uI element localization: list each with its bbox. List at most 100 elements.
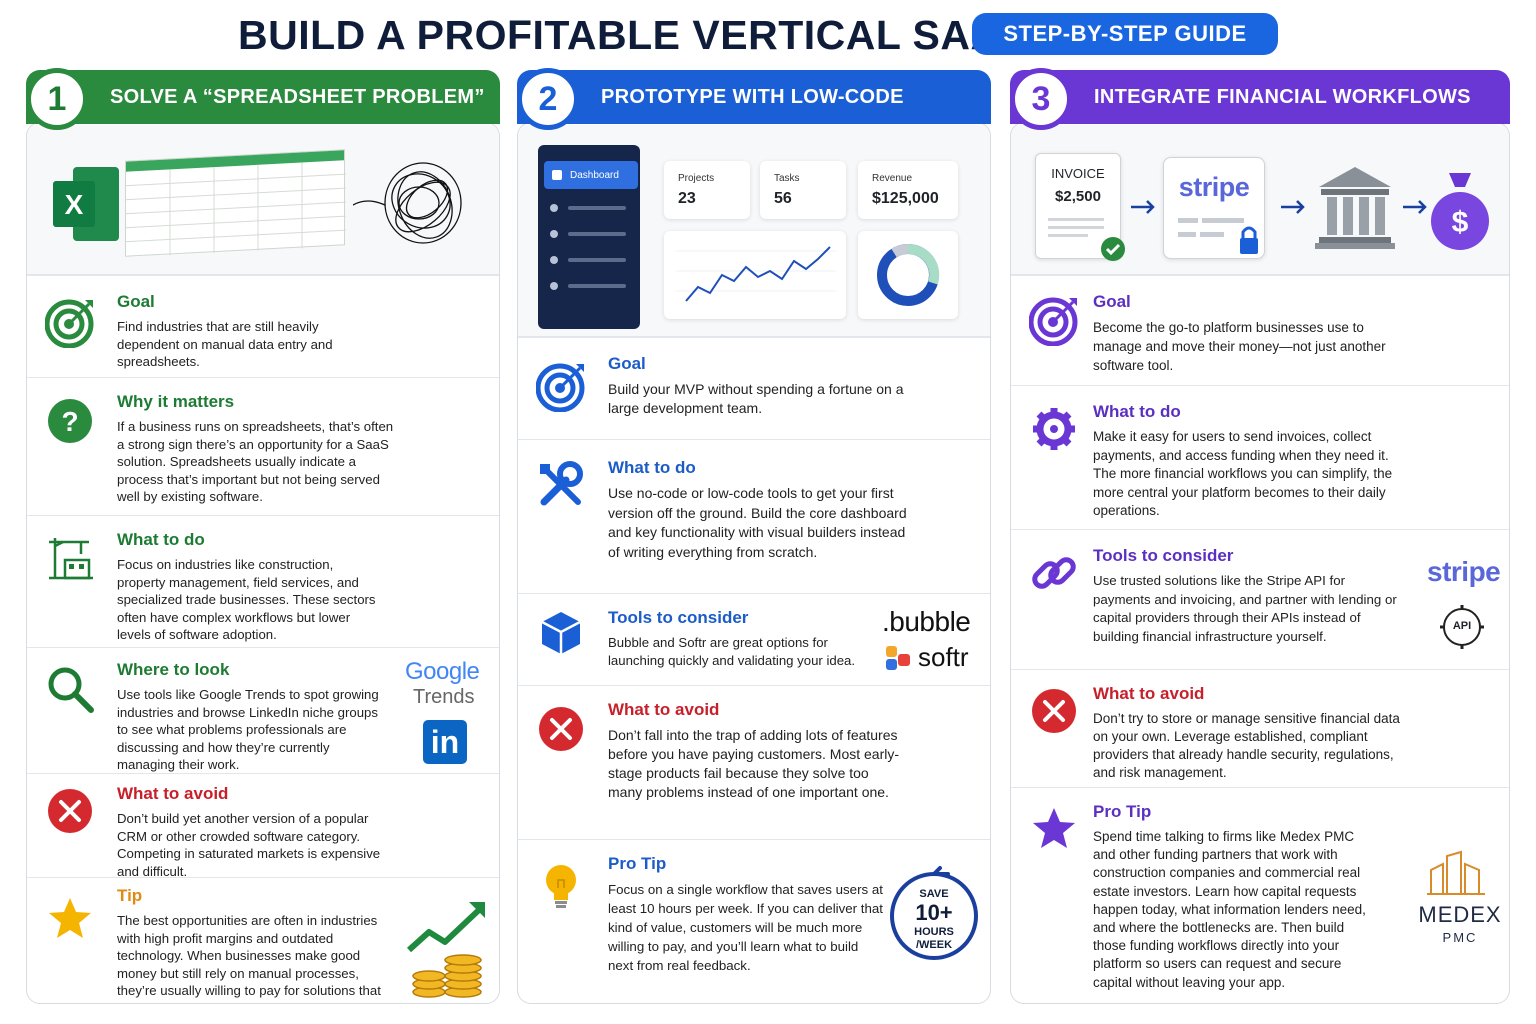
step-number-3: 3	[1010, 68, 1072, 130]
section-body: Spend time talking to firms like Medex P…	[1093, 829, 1366, 990]
spreadsheet-hero: X	[27, 125, 499, 275]
section-body: Bubble and Softr are great options for l…	[608, 635, 856, 668]
column-title: INTEGRATE FINANCIAL WORKFLOWS	[1094, 85, 1471, 108]
menu-line-icon	[550, 256, 626, 264]
section-body: Don’t build yet another version of a pop…	[117, 811, 381, 879]
step-number-1: 1	[26, 68, 88, 130]
column-3-card: INVOICE $2,500 stripe	[1010, 122, 1510, 1004]
donut-chart-icon	[877, 243, 940, 306]
section-title: Pro Tip	[608, 854, 667, 873]
section-body: Build your MVP without spending a fortun…	[608, 381, 904, 416]
menu-line-icon	[550, 204, 626, 212]
section-tip: Tip The best opportunities are often in …	[27, 877, 499, 1003]
section-title: Tip	[117, 886, 143, 905]
invoice-lines-icon	[1048, 218, 1104, 237]
check-circle-icon	[1101, 237, 1125, 261]
column-1: X	[26, 68, 500, 1004]
google-word: Google	[405, 658, 480, 685]
construction-crane-icon	[49, 538, 93, 580]
link-icon	[1032, 557, 1076, 589]
stat-card: Revenue $125,000	[858, 161, 958, 219]
section-goal: Goal Build your MVP without spending a f…	[518, 337, 990, 439]
badge-save: SAVE	[919, 888, 949, 900]
section-pro-tip: Pro Tip Focus on a single workflow that …	[518, 839, 990, 1003]
line-chart-icon	[676, 246, 836, 302]
api-label: API	[1452, 620, 1472, 632]
pmc-logo: PMC	[1442, 930, 1478, 945]
dashboard-menu-item: Dashboard	[544, 161, 638, 189]
section-body: Focus on industries like construction, p…	[117, 557, 376, 642]
tools-icon	[540, 461, 583, 506]
api-gear-icon: API	[1439, 604, 1485, 650]
menu-line-icon	[550, 230, 626, 238]
section-title: What to avoid	[1093, 684, 1205, 703]
section-title: Goal	[117, 292, 155, 311]
lightbulb-icon	[546, 865, 576, 908]
section-title: Pro Tip	[1093, 802, 1152, 821]
medex-logo: MEDEX	[1418, 902, 1502, 927]
excel-icon: X	[53, 167, 119, 241]
section-body: Focus on a single workflow that saves us…	[608, 882, 883, 973]
menu-line-icon	[550, 282, 626, 290]
arrow-right-icon	[1281, 200, 1305, 214]
section-tools-to-consider: Tools to consider Use trusted solutions …	[1011, 529, 1509, 669]
svg-text:X: X	[65, 189, 84, 220]
section-body: If a business runs on spreadsheets, that…	[117, 419, 394, 504]
section-body: Find industries that are still heavily d…	[117, 319, 333, 369]
section-tools-to-consider: Tools to consider Bubble and Softr are g…	[518, 593, 990, 685]
linkedin-icon: in	[423, 720, 467, 764]
badge-week: /WEEK	[915, 939, 953, 951]
section-why-it-matters: ? Why it matters If a business runs on s…	[27, 377, 499, 515]
section-title: What to do	[608, 458, 696, 477]
question-icon: ?	[48, 399, 92, 443]
section-body: Don’t try to store or manage sensitive f…	[1093, 711, 1400, 780]
star-icon	[49, 898, 91, 938]
section-what-to-avoid: What to avoid Don’t fall into the trap o…	[518, 685, 990, 839]
section-where-to-look: Where to look Use tools like Google Tren…	[27, 647, 499, 773]
section-body: Use tools like Google Trends to spot gro…	[117, 687, 379, 772]
section-pro-tip: Pro Tip Spend time talking to firms like…	[1011, 787, 1509, 1003]
payment-flow-hero: INVOICE $2,500 stripe	[1011, 125, 1509, 275]
stripe-logo: stripe	[1178, 172, 1250, 202]
stat-card: Projects 23	[664, 161, 750, 219]
section-body: Use trusted solutions like the Stripe AP…	[1093, 573, 1397, 644]
dashboard-hero: Dashboard Projects 23 Tasks 56 Revenue $…	[518, 125, 990, 337]
section-title: Tools to consider	[1093, 546, 1234, 565]
softr-logo: softr	[918, 642, 969, 672]
invoice-label: INVOICE	[1051, 166, 1105, 181]
section-body: The best opportunities are often in indu…	[117, 913, 381, 1003]
target-icon	[536, 363, 585, 412]
star-icon	[1033, 808, 1075, 848]
column-title: PROTOTYPE WITH LOW-CODE	[601, 85, 904, 108]
home-icon	[552, 170, 562, 180]
section-title: Why it matters	[117, 392, 235, 411]
section-title: Tools to consider	[608, 608, 749, 627]
spreadsheet-illustration	[125, 149, 346, 257]
google-trends-label: Trends	[413, 686, 475, 708]
bubble-logo: .bubble	[882, 606, 971, 637]
money-bag-icon: $	[1431, 173, 1489, 250]
x-circle-icon	[1032, 689, 1076, 733]
column-3: INVOICE $2,500 stripe	[1010, 68, 1510, 1004]
section-what-to-do: What to do Use no-code or low-code tools…	[518, 439, 990, 593]
page-title: BUILD A PROFITABLE VERTICAL SAAS	[238, 12, 1029, 58]
stripe-logo: stripe	[1427, 556, 1501, 587]
step-by-step-badge: STEP-BY-STEP GUIDE	[972, 13, 1278, 55]
column-1-card: X	[26, 122, 500, 1004]
stopwatch-icon	[890, 866, 978, 960]
badge-number: 10+	[915, 900, 953, 925]
stat-value: 23	[678, 190, 696, 207]
line-chart-panel	[664, 231, 846, 319]
medex-building-icon	[1427, 850, 1485, 895]
dashboard-menu-label: Dashboard	[570, 169, 619, 181]
stat-card: Tasks 56	[760, 161, 846, 219]
stat-value: 56	[774, 190, 792, 207]
target-icon	[45, 299, 94, 348]
invoice-amount: $2,500	[1055, 188, 1101, 205]
dashboard-sidebar: Dashboard	[538, 145, 640, 329]
google-logo: Google	[405, 658, 480, 686]
column-2: Dashboard Projects 23 Tasks 56 Revenue $…	[517, 68, 991, 1004]
stat-value: $125,000	[872, 190, 939, 207]
donut-chart-panel	[858, 231, 958, 319]
magnifier-icon	[48, 667, 94, 713]
